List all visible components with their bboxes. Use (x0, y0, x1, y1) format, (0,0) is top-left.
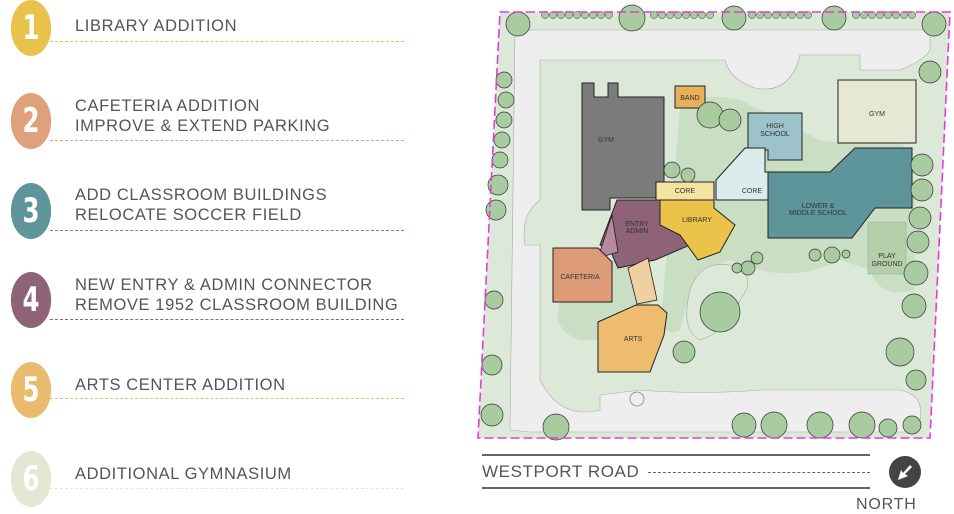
phase-6-rule (50, 488, 404, 489)
entry-admin-label-1: ENTRY (625, 221, 649, 228)
hedge-north (541, 11, 916, 19)
playground-label-1: PLAY (878, 253, 896, 260)
gym-existing-label: GYM (598, 137, 614, 144)
arts-label: ARTS (624, 336, 643, 343)
phase-6-badge: 6 (10, 451, 52, 507)
road-top-edge (482, 454, 870, 456)
site-plan: GYM BAND HIGH SCHOOL GYM CORE LOWER & MI… (477, 4, 951, 441)
phase-1-rule (50, 41, 404, 42)
band-label: BAND (680, 95, 699, 102)
courtyard-lawn (557, 96, 915, 341)
phase-5-label: ARTS CENTER ADDITION (75, 376, 286, 394)
library (659, 199, 736, 261)
high-school-label-2: SCHOOL (760, 131, 790, 138)
connector-pink (597, 214, 619, 259)
cafeteria (552, 247, 613, 303)
phase-2-rule (50, 140, 404, 141)
playground (867, 221, 907, 275)
phase-6-label: ADDITIONAL GYMNASIUM (75, 465, 292, 483)
road-bottom-edge (482, 487, 870, 489)
gym-existing (581, 82, 665, 211)
band-building (674, 85, 706, 109)
parking-lot (509, 29, 931, 433)
drop-off-circle (629, 391, 645, 407)
arts (597, 304, 668, 373)
phase-1-label: LIBRARY ADDITION (75, 17, 238, 35)
cafeteria-label: CAFETERIA (560, 274, 600, 281)
north-label: NORTH (856, 496, 917, 513)
lower-middle-label-1: LOWER & (802, 203, 835, 210)
connector-peach (627, 257, 658, 305)
property-line (477, 11, 951, 439)
gym-new (837, 79, 917, 144)
gym-new-label: GYM (869, 111, 885, 118)
phase-2-badge: 2 (10, 93, 52, 149)
lower-middle-school (767, 147, 913, 239)
core-right-label: CORE (742, 188, 763, 195)
north-arrow (889, 456, 921, 488)
phase-3-badge: 3 (10, 183, 52, 239)
phase-5-rule (50, 398, 404, 399)
core-left-label: CORE (675, 188, 696, 195)
phase-1-badge: 1 (10, 0, 52, 56)
library-label: LIBRARY (682, 217, 712, 224)
playground-label-2: GROUND (871, 261, 902, 268)
phase-3-rule (50, 230, 404, 231)
phase-4-badge: 4 (10, 272, 52, 328)
phase-5-badge: 5 (10, 362, 52, 418)
high-school-label-1: HIGH (766, 123, 784, 130)
lower-middle-label-2: MIDDLE SCHOOL (789, 210, 847, 217)
road-name: WESTPORT ROAD (482, 462, 640, 481)
trees (480, 4, 947, 441)
entry-admin-label-2: ADMIN (626, 228, 649, 235)
north-arrow-icon (898, 465, 912, 480)
road-centerline (648, 472, 870, 473)
phase-4-rule (50, 319, 404, 320)
